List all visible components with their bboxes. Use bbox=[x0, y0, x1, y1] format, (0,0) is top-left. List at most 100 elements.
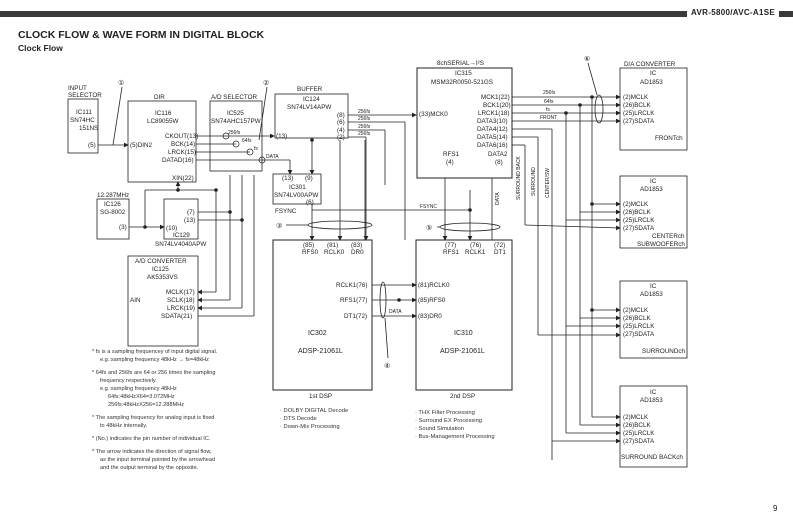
dac-surround-back: IC AD1853 (2)MCLK (26)BCLK (25)LRCLK (27… bbox=[621, 389, 683, 461]
mux-symbol bbox=[258, 156, 266, 164]
dsp1-box bbox=[272, 239, 373, 391]
pin-label: RFS0 bbox=[302, 249, 319, 256]
svg-text:(27)SDATA: (27)SDATA bbox=[623, 225, 655, 232]
pin-label: RCLK1 bbox=[465, 249, 486, 256]
ic-label: IC111 bbox=[76, 109, 92, 116]
pin-label: DATA2 bbox=[488, 151, 508, 158]
part-label: SN74HC bbox=[70, 117, 95, 124]
svg-text:(25)LRCLK: (25)LRCLK bbox=[623, 430, 655, 437]
signal-label: fs bbox=[546, 107, 550, 113]
input-selector-caption: SELECTOR bbox=[68, 92, 102, 99]
pin-label: (85) bbox=[303, 242, 314, 249]
svg-text:(26)BCLK: (26)BCLK bbox=[623, 209, 651, 216]
ic-label: IC126 bbox=[104, 201, 121, 208]
signal-label: 256fs bbox=[228, 130, 241, 136]
dsp2-functions: · THX Filter Processing · Surround EX Pr… bbox=[415, 410, 495, 440]
pin-label: (2) bbox=[337, 134, 345, 141]
svg-text:(25)LRCLK: (25)LRCLK bbox=[623, 323, 655, 330]
pin-label: (83) bbox=[351, 242, 362, 249]
ic315-caption: 8chSERIAL→I²S bbox=[437, 60, 484, 67]
dac-center: IC AD1853 (2)MCLK (26)BCLK (25)LRCLK (27… bbox=[623, 178, 685, 248]
page-subtitle: Clock Flow bbox=[18, 43, 63, 53]
pin-label: (5) bbox=[88, 142, 96, 149]
svg-text:(2)MCLK: (2)MCLK bbox=[623, 94, 649, 101]
svg-text:AD1853: AD1853 bbox=[640, 397, 663, 404]
part-label: ADSP-21061L bbox=[298, 348, 343, 355]
part-label: AK5353VS bbox=[147, 274, 178, 281]
pin-label: LRCK(19) bbox=[167, 305, 195, 312]
ic-label: IC315 bbox=[455, 70, 472, 77]
marker-6: ⑥ bbox=[584, 55, 590, 63]
pin-label: (5)DIN2 bbox=[130, 142, 153, 149]
pin-label: RCLK0 bbox=[324, 249, 345, 256]
pin-label: (81)RCLK0 bbox=[418, 282, 450, 289]
svg-text:(2)MCLK: (2)MCLK bbox=[623, 307, 649, 314]
svg-text:CENTERch: CENTERch bbox=[652, 233, 685, 240]
signal-label: 256fs bbox=[543, 90, 556, 96]
pin-label: (76) bbox=[470, 242, 481, 249]
marker-5: ⑤ bbox=[426, 224, 432, 232]
page-title: CLOCK FLOW & WAVE FORM IN DIGITAL BLOCK bbox=[18, 29, 265, 41]
pin-label: DR0 bbox=[351, 249, 364, 256]
freq-label: 12.287MHz bbox=[97, 192, 129, 199]
signal-label: CENTER/SW bbox=[545, 168, 551, 198]
pin-label: DT1 bbox=[494, 249, 506, 256]
pin-label: DATA4(12) bbox=[477, 126, 508, 133]
input-selector-box bbox=[67, 98, 99, 154]
input-selector-caption: INPUT bbox=[68, 85, 87, 92]
part-label: ADSP-21061L bbox=[440, 348, 485, 355]
notes: * fs is a sampling frequencey of input d… bbox=[92, 349, 218, 471]
signal-label: 256fs bbox=[358, 124, 371, 130]
part-label: SN74LV00APW bbox=[274, 192, 318, 199]
signal-label: fs bbox=[254, 146, 258, 152]
part-label: MSM32R0050-521GS bbox=[431, 79, 493, 86]
svg-text:IC: IC bbox=[650, 283, 657, 290]
svg-text:(26)BCLK: (26)BCLK bbox=[623, 422, 651, 429]
pin-label: (4) bbox=[446, 159, 454, 166]
svg-text:(27)SDATA: (27)SDATA bbox=[623, 331, 655, 338]
svg-text:SUBWOOFERch: SUBWOOFERch bbox=[637, 241, 685, 248]
signal-label: 256fs bbox=[358, 116, 371, 122]
pin-label: DATA3(10) bbox=[477, 118, 508, 125]
pin-label: (33)MCK0 bbox=[419, 111, 448, 118]
pin-label: MCLK(17) bbox=[166, 289, 195, 296]
ic301-box bbox=[272, 173, 322, 205]
ic-label: IC125 bbox=[152, 266, 169, 273]
pin-label: (13) bbox=[184, 217, 195, 224]
marker-1: ① bbox=[118, 79, 124, 87]
pin-label: RFS1 bbox=[443, 249, 460, 256]
part-label: 151NS bbox=[79, 125, 98, 132]
svg-text:(25)LRCLK: (25)LRCLK bbox=[623, 217, 655, 224]
part-label: SN74LV14APW bbox=[287, 104, 331, 111]
marker-2: ② bbox=[263, 79, 269, 87]
svg-text:(27)SDATA: (27)SDATA bbox=[623, 118, 655, 125]
pin-label: RFS1(77) bbox=[340, 297, 367, 304]
pin-label: BCK1(20) bbox=[483, 102, 511, 109]
svg-text:IC: IC bbox=[650, 389, 657, 396]
dsp-caption: 2nd DSP bbox=[450, 393, 475, 400]
ic315-box bbox=[416, 67, 513, 179]
pin-label: DATAD(16) bbox=[162, 157, 194, 164]
adc-caption: A/D CONVERTER bbox=[135, 258, 187, 265]
pin-label: (77) bbox=[445, 242, 456, 249]
crystal-box bbox=[96, 198, 130, 240]
pin-label: BCK(14) bbox=[171, 141, 195, 148]
ic-label: IC124 bbox=[303, 96, 320, 103]
page-number: 9 bbox=[773, 504, 778, 513]
svg-text:(26)BCLK: (26)BCLK bbox=[623, 315, 651, 322]
pin-label: DT1(72) bbox=[344, 313, 367, 320]
pin-label: DATA6(16) bbox=[477, 142, 508, 149]
pin-label: (8) bbox=[495, 159, 503, 166]
ain-label: AIN bbox=[130, 297, 141, 304]
pin-label: (85)RFS0 bbox=[418, 297, 446, 304]
svg-text:FRONTch: FRONTch bbox=[655, 135, 683, 142]
svg-text:SURROUNDch: SURROUNDch bbox=[642, 348, 686, 355]
svg-text:SURROUND BACKch: SURROUND BACKch bbox=[621, 454, 683, 461]
pin-label: SCLK(18) bbox=[167, 297, 195, 304]
signal-label: DATA bbox=[495, 192, 501, 205]
dac-caption: D/A CONVERTER bbox=[624, 61, 676, 68]
dsp1-functions: · DOLBY DIGITAL Decode · DTS Decode · Do… bbox=[280, 408, 349, 430]
svg-text:(25)LRCLK: (25)LRCLK bbox=[623, 110, 655, 117]
svg-text:AD1853: AD1853 bbox=[640, 79, 663, 86]
